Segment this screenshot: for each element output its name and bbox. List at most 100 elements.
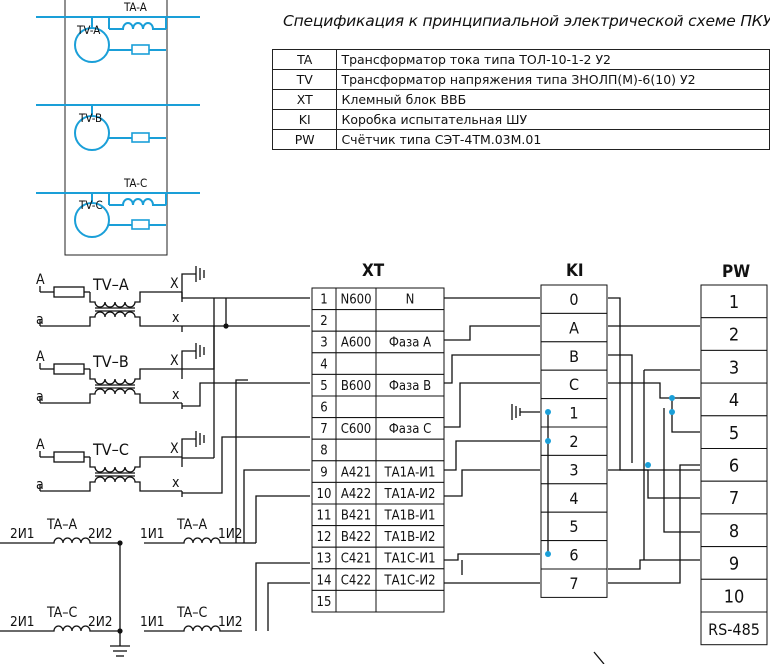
xt-num: 2 bbox=[320, 314, 327, 329]
ki-cell-label: 4 bbox=[569, 489, 578, 508]
spec-code: TA bbox=[271, 49, 338, 70]
pw-cell: 2 bbox=[700, 317, 768, 351]
xt-row: 6 bbox=[311, 395, 445, 419]
wire-ct-a-1i1-xt9 bbox=[235, 379, 248, 543]
wire-xt7-kiC bbox=[444, 382, 540, 428]
vt-primary-coil bbox=[89, 368, 182, 385]
pw-cell: 4 bbox=[700, 382, 768, 417]
vt-secondary-label: a bbox=[36, 389, 44, 405]
wire-xt9-ki2 bbox=[444, 440, 540, 471]
vt-out-bottom-label: x bbox=[172, 387, 180, 403]
xt-signal: Фаза А bbox=[389, 336, 431, 351]
pw-cell: 9 bbox=[700, 546, 768, 580]
xt-mark: C422 bbox=[341, 573, 372, 588]
xt-num: 12 bbox=[317, 530, 332, 545]
ki-cell-label: B bbox=[569, 347, 579, 366]
pw-cell-label: 7 bbox=[729, 488, 739, 509]
wire-kiC-pw5 bbox=[608, 382, 700, 399]
wire-ki7-pw bbox=[608, 464, 700, 584]
xt-signal: ТА1В-И1 bbox=[383, 509, 435, 524]
xt-mark-cell bbox=[335, 352, 377, 375]
vt-primary-coil bbox=[89, 291, 182, 308]
xt-row: 2 bbox=[311, 309, 445, 332]
pw-cell-label: 8 bbox=[729, 521, 739, 542]
xt-num: 5 bbox=[320, 379, 327, 394]
ki-cell-label: 7 bbox=[569, 574, 578, 593]
overview-label-tv-b: TV-B bbox=[78, 111, 102, 125]
xt-title: XT bbox=[362, 261, 385, 281]
xt-num: 8 bbox=[320, 444, 327, 459]
spec-code: TV bbox=[271, 69, 338, 90]
pw-cell: 1 bbox=[700, 284, 768, 319]
vt-fuse bbox=[53, 286, 85, 298]
overview-labels: TA-A TV-A TV-B TA-C TV-C bbox=[76, 0, 147, 212]
wiring bbox=[0, 292, 700, 664]
pw-cell: RS-485 bbox=[700, 611, 768, 646]
xt-num: 4 bbox=[320, 357, 327, 372]
xt-num: 1 bbox=[320, 293, 327, 308]
pw-cell: 8 bbox=[700, 513, 768, 548]
ki-cell-label: C bbox=[569, 375, 579, 394]
wire-ki-pw-5 bbox=[671, 398, 700, 433]
ki-title: KI bbox=[566, 261, 584, 281]
overview-label-ta-c: TA-C bbox=[123, 176, 147, 190]
xt-signal-cell bbox=[375, 395, 445, 419]
ki-cell: C bbox=[540, 369, 608, 400]
overview-vt-c-coil bbox=[74, 202, 110, 238]
ct-name: TA–C bbox=[46, 605, 78, 621]
xt-num: 6 bbox=[320, 401, 327, 416]
xt-signal-cell bbox=[375, 352, 445, 375]
ki-cell: 1 bbox=[540, 398, 608, 428]
xt-num: 7 bbox=[320, 422, 327, 437]
ct-left-label: 1И1 bbox=[140, 614, 165, 630]
xt-mark-cell bbox=[335, 309, 377, 332]
overview-frame bbox=[64, 0, 168, 256]
ki-cell-label: 2 bbox=[569, 432, 578, 451]
wire-tv-b-X bbox=[182, 298, 215, 370]
ct-name: TA–C bbox=[176, 605, 208, 621]
pw-cell-label: 9 bbox=[729, 554, 739, 575]
overview-label-tv-a: TV-A bbox=[76, 23, 100, 37]
spec-code: PW bbox=[271, 129, 338, 150]
wire-ki3-pw bbox=[608, 469, 700, 499]
vt-fuse bbox=[53, 363, 85, 375]
pw-cell-label: 2 bbox=[729, 325, 739, 346]
xt-signal: Фаза В bbox=[389, 379, 431, 394]
wire-ki0-pw bbox=[608, 297, 700, 471]
vt-out-bottom-label: x bbox=[172, 310, 180, 326]
ki-cell-label: 1 bbox=[569, 404, 578, 423]
xt-mark-cell bbox=[335, 589, 377, 613]
xt-mark: B600 bbox=[341, 379, 371, 394]
xt-row: 8 bbox=[311, 438, 445, 462]
vt-out-top-label: X bbox=[170, 441, 179, 457]
ki-cell: 4 bbox=[540, 483, 608, 513]
spec-code: XT bbox=[271, 89, 338, 110]
xt-row: 5 B600 Фаза В bbox=[311, 373, 445, 397]
pw-cell-label: 4 bbox=[729, 390, 739, 411]
pw-cell: 3 bbox=[700, 349, 768, 384]
wire-ct-2i-loop bbox=[0, 542, 121, 632]
xt-mark-cell bbox=[335, 395, 377, 419]
overview-label-ta-a: TA-A bbox=[123, 0, 147, 14]
pw-cell: 10 bbox=[700, 578, 768, 613]
xt-signal: ТА1А-И1 bbox=[384, 465, 436, 480]
xt-row: 15 bbox=[311, 589, 445, 613]
ki-cell: 6 bbox=[540, 540, 608, 570]
junction-dots bbox=[545, 395, 675, 557]
vt-out-bottom-label: x bbox=[172, 475, 180, 491]
ct-left-label: 1И1 bbox=[140, 526, 165, 542]
xt-mark: N600 bbox=[340, 293, 371, 308]
wire-xt10-ki3 bbox=[444, 469, 540, 497]
wire-xt13-ki6 bbox=[444, 553, 540, 561]
overview-vt-a-coil bbox=[74, 27, 110, 63]
spec-code: KI bbox=[271, 109, 338, 130]
wire-tv-a-X-xt1 bbox=[181, 292, 310, 299]
